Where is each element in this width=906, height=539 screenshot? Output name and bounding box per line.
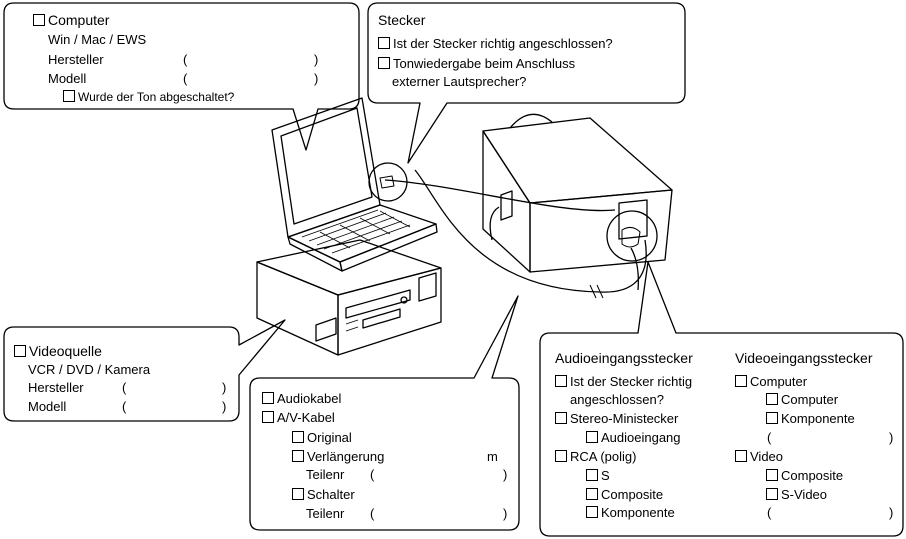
close-paren: ) xyxy=(222,399,227,414)
audio-cable-line xyxy=(384,179,616,212)
checkbox-icon[interactable] xyxy=(33,14,45,26)
close-paren: ) xyxy=(503,506,508,521)
close-paren: ) xyxy=(503,467,508,482)
video-source-drawing xyxy=(256,239,442,356)
close-paren: ) xyxy=(889,430,894,445)
open-paren: ( xyxy=(370,506,375,521)
audio-cable-option: Audiokabel xyxy=(262,391,341,407)
close-paren: ) xyxy=(314,52,319,67)
plug-callout-bubble xyxy=(367,2,686,164)
video-source-title: Videoquelle xyxy=(14,343,102,360)
part-number-label: Teilenr xyxy=(306,506,345,521)
close-paren: ) xyxy=(314,71,319,86)
input-callout-bubble xyxy=(539,261,904,537)
computer-model-label: Modell xyxy=(48,71,87,86)
rca-option: RCA (polig) xyxy=(555,449,636,465)
part-number-label: Teilenr xyxy=(306,467,345,482)
checkbox-icon[interactable] xyxy=(378,37,390,49)
open-paren: ( xyxy=(767,505,772,520)
checkbox-icon[interactable] xyxy=(262,411,274,423)
audio-input-heading: Audioeingangsstecker xyxy=(555,350,693,366)
checkbox-icon[interactable] xyxy=(735,450,747,462)
checkbox-icon[interactable] xyxy=(766,488,778,500)
checkbox-icon[interactable] xyxy=(586,431,598,443)
stereo-mini-option: Stereo-Ministecker xyxy=(555,411,678,427)
video-source-model-label: Modell xyxy=(28,399,67,414)
extension-unit: m xyxy=(487,449,498,464)
cable-break-mark xyxy=(589,284,604,299)
checkbox-icon[interactable] xyxy=(555,450,567,462)
plug-audio-check-line2: externer Lautsprecher? xyxy=(392,74,527,89)
open-paren: ( xyxy=(767,430,772,445)
computer-os-options: Win / Mac / EWS xyxy=(48,32,147,47)
open-paren: ( xyxy=(183,71,188,86)
checkbox-icon[interactable] xyxy=(766,393,778,405)
computer-manufacturer-label: Hersteller xyxy=(48,52,104,67)
video-s-video-option: S-Video xyxy=(766,487,827,503)
open-paren: ( xyxy=(183,52,188,67)
checkbox-icon[interactable] xyxy=(262,392,274,404)
video-component-option: Komponente xyxy=(766,411,855,427)
plug-title: Stecker xyxy=(378,12,426,28)
checkbox-icon[interactable] xyxy=(586,488,598,500)
video-computer-sub-option: Computer xyxy=(766,392,838,408)
rca-component-option: Komponente xyxy=(586,505,675,521)
sound-off-question: Wurde der Ton abgeschaltet? xyxy=(63,90,234,104)
cable-callout-bubble xyxy=(249,295,520,531)
laptop-drawing xyxy=(271,97,438,272)
close-paren: ) xyxy=(222,380,227,395)
laptop-connector-circle xyxy=(368,162,408,202)
checkbox-icon[interactable] xyxy=(555,375,567,387)
close-paren: ) xyxy=(889,505,894,520)
video-source-manufacturer-label: Hersteller xyxy=(28,380,84,395)
plug-audio-check: Tonwiedergabe beim Anschluss xyxy=(378,56,575,72)
open-paren: ( xyxy=(122,380,127,395)
video-video-option: Video xyxy=(735,449,783,465)
checkbox-icon[interactable] xyxy=(14,345,26,357)
checkbox-icon[interactable] xyxy=(586,506,598,518)
checkbox-icon[interactable] xyxy=(766,412,778,424)
video-composite-option: Composite xyxy=(766,468,843,484)
switch-option: Schalter xyxy=(292,487,355,503)
checkbox-icon[interactable] xyxy=(735,375,747,387)
checkbox-icon[interactable] xyxy=(292,431,304,443)
video-computer-option: Computer xyxy=(735,374,807,390)
audio-connected-check: Ist der Stecker richtig xyxy=(555,374,692,390)
checkbox-icon[interactable] xyxy=(555,412,567,424)
rca-composite-option: Composite xyxy=(586,487,663,503)
plug-connected-check: Ist der Stecker richtig angeschlossen? xyxy=(378,36,613,52)
checkbox-icon[interactable] xyxy=(292,450,304,462)
projector-drawing xyxy=(482,113,673,291)
av-cable-line xyxy=(414,169,647,293)
checkbox-icon[interactable] xyxy=(766,469,778,481)
av-cable-option: A/V-Kabel xyxy=(262,410,335,426)
audio-connected-check-line2: angeschlossen? xyxy=(570,392,664,407)
checkbox-icon[interactable] xyxy=(586,469,598,481)
video-source-callout-bubble xyxy=(3,319,286,422)
open-paren: ( xyxy=(122,399,127,414)
computer-callout-bubble xyxy=(3,2,360,151)
extension-option: Verlängerung xyxy=(292,449,384,465)
checkbox-icon[interactable] xyxy=(63,90,75,102)
checkbox-icon[interactable] xyxy=(378,57,390,69)
original-option: Original xyxy=(292,430,352,446)
projector-connector-circle xyxy=(606,210,658,262)
computer-title: Computer xyxy=(33,12,109,29)
open-paren: ( xyxy=(370,467,375,482)
video-input-heading: Videoeingangsstecker xyxy=(735,350,873,366)
audio-input-option: Audioeingang xyxy=(586,430,681,446)
video-source-types: VCR / DVD / Kamera xyxy=(28,362,151,377)
rca-s-option: S xyxy=(586,468,610,484)
checkbox-icon[interactable] xyxy=(292,488,304,500)
